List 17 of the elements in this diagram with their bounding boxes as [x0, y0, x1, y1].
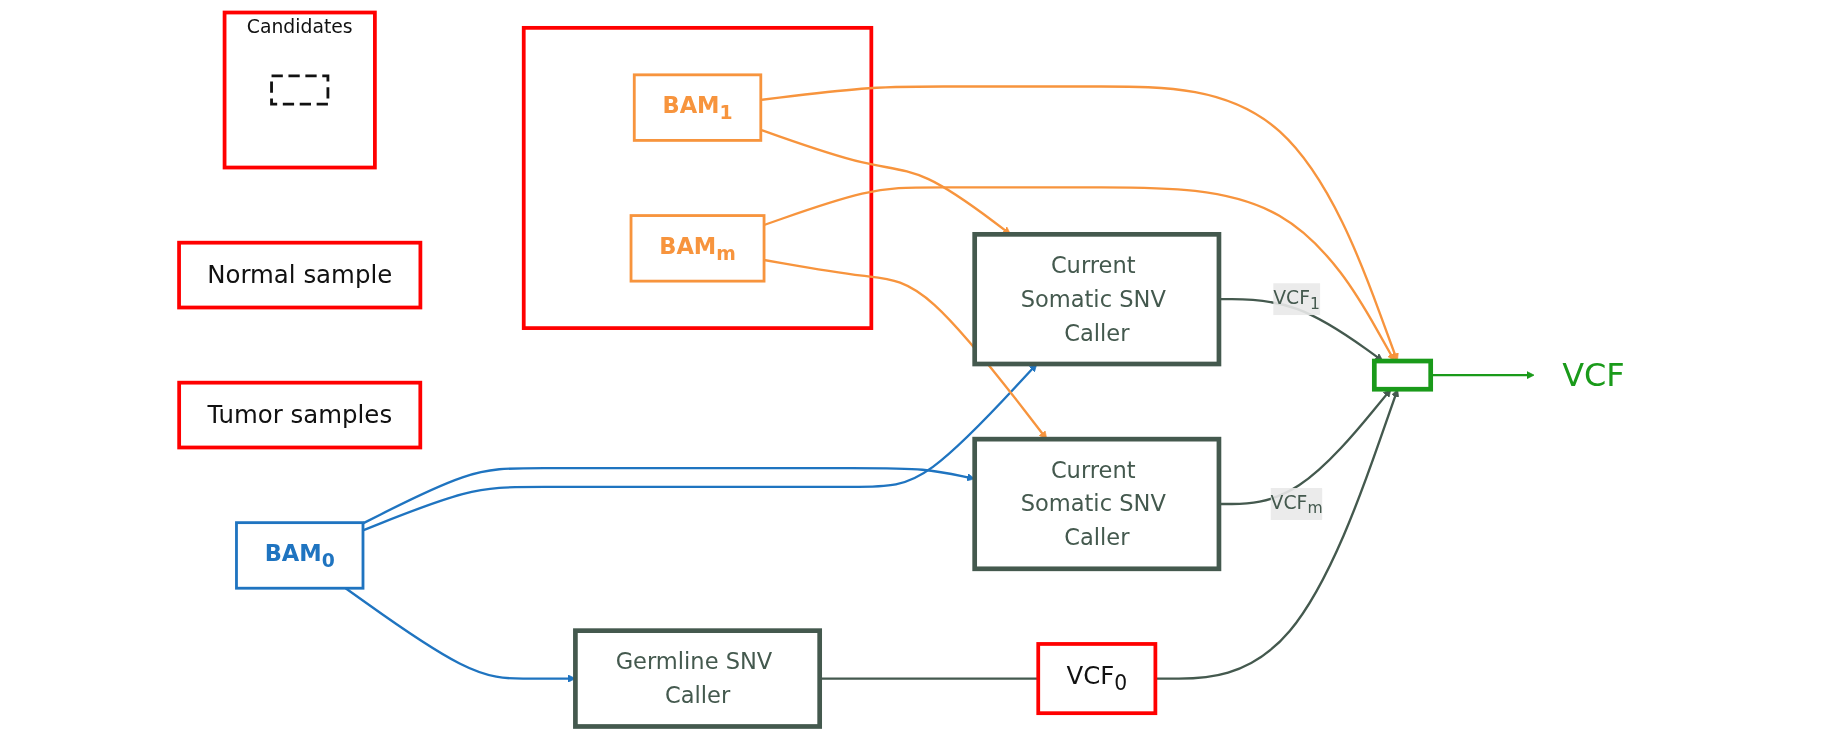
node-box: [177, 380, 423, 450]
node-box: [1371, 358, 1434, 392]
node-box: [235, 521, 365, 590]
node-box: [270, 74, 330, 106]
cluster: [222, 10, 377, 170]
edge-label: VCF$_{m}$: [1270, 490, 1323, 518]
node-box: [573, 628, 822, 729]
cluster: [521, 26, 874, 330]
edge-label: VCF$_{1}$: [1273, 286, 1321, 313]
node-box: [972, 436, 1222, 572]
node-box: [632, 73, 763, 142]
flowchart-diagram: VCF$_{1}$ VCF$_{m}$ Candidates Normal sample Tumor samples Germline SNV Caller BAM$_{0}$ BAM$_{1}$ BAM$_{m}$ Current Somatic SNV Caller Current Somatic SNV Caller VCF$_{0}$ VCF: [10, 5, 1822, 734]
node-text: VCF: [1562, 355, 1625, 394]
node-box: [972, 232, 1222, 367]
node-box: [177, 240, 423, 310]
node-box: [629, 214, 766, 283]
node-box: [1036, 642, 1158, 716]
